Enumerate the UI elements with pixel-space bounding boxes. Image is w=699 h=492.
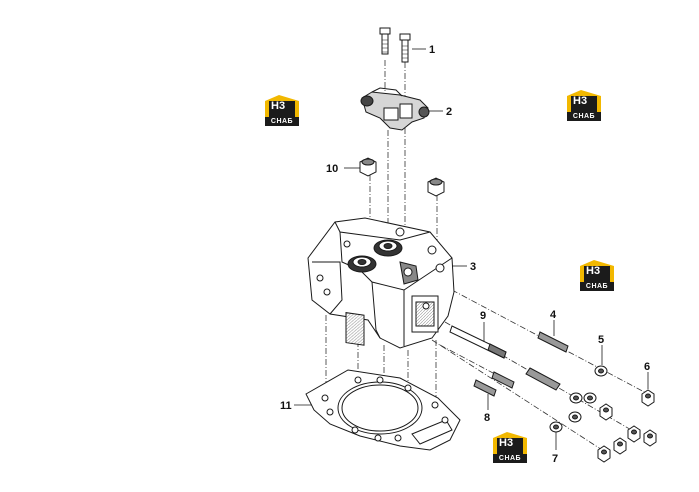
callout-7: 7 <box>552 453 558 465</box>
watermark-letters: H3 <box>499 437 514 449</box>
callout-10: 10 <box>326 163 338 175</box>
rocker-arm-assembly <box>360 87 430 131</box>
head-gasket <box>305 369 461 451</box>
watermark-word: СНАБ <box>493 454 527 463</box>
cylinder-head <box>307 217 455 349</box>
stud-part <box>525 331 569 391</box>
watermark-logo: H3 СНАБ <box>265 95 299 127</box>
hex-nut-part <box>597 389 657 463</box>
callout-1: 1 <box>429 44 435 56</box>
leader-lines <box>294 48 649 450</box>
long-stud <box>449 325 507 359</box>
callout-6: 6 <box>644 361 650 373</box>
washer-part <box>549 365 608 433</box>
callout-3: 3 <box>470 261 476 273</box>
callout-4: 4 <box>550 309 557 321</box>
short-stud <box>473 371 515 397</box>
nut-part <box>359 157 445 197</box>
callout-5: 5 <box>598 334 604 346</box>
bolt-part <box>379 27 411 63</box>
watermark-letters: H3 <box>586 265 601 277</box>
callout-11: 11 <box>280 400 292 412</box>
watermark-word: СНАБ <box>580 282 614 291</box>
callout-8: 8 <box>484 412 490 424</box>
watermark-letters: H3 <box>271 100 286 112</box>
watermark-word: СНАБ <box>567 112 601 121</box>
watermark-logo: H3 СНАБ <box>493 432 527 464</box>
watermark-word: СНАБ <box>265 117 299 126</box>
watermark-logo: H3 СНАБ <box>567 90 601 122</box>
callout-9: 9 <box>480 310 486 322</box>
callout-2: 2 <box>446 106 452 118</box>
watermark-letters: H3 <box>573 95 588 107</box>
watermark-logo: H3 СНАБ <box>580 260 614 292</box>
